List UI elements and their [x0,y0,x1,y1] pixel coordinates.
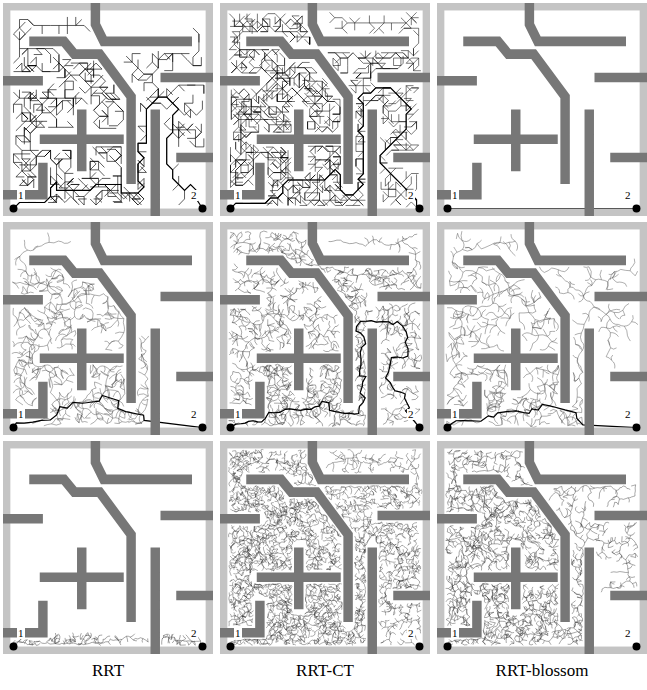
point-number: 2 [624,409,632,420]
maze-panel [220,222,430,435]
point-number: 1 [234,409,242,420]
point-number: 2 [190,628,198,639]
maze-panel [3,441,213,654]
column-title: RRT-CT [220,661,430,681]
maze-panel [220,3,430,216]
point-number: 1 [234,628,242,639]
maze-panel [437,441,647,654]
point-number: 2 [190,190,198,201]
point-number: 1 [234,190,242,201]
point-number: 1 [451,409,459,420]
column-title: RRT [3,661,213,681]
point-number: 2 [407,628,415,639]
point-number: 2 [407,409,415,420]
column-title: RRT-blossom [437,661,647,681]
maze-panel [437,3,647,216]
point-number: 2 [624,190,632,201]
maze-panel [3,3,213,216]
point-number: 1 [17,409,25,420]
maze-panel [220,441,430,654]
point-number: 2 [190,409,198,420]
maze-panel [3,222,213,435]
point-number: 2 [624,628,632,639]
maze-panel [437,222,647,435]
point-number: 1 [17,628,25,639]
point-number: 1 [17,190,25,201]
point-number: 1 [451,190,459,201]
point-number: 1 [451,628,459,639]
point-number: 2 [407,190,415,201]
